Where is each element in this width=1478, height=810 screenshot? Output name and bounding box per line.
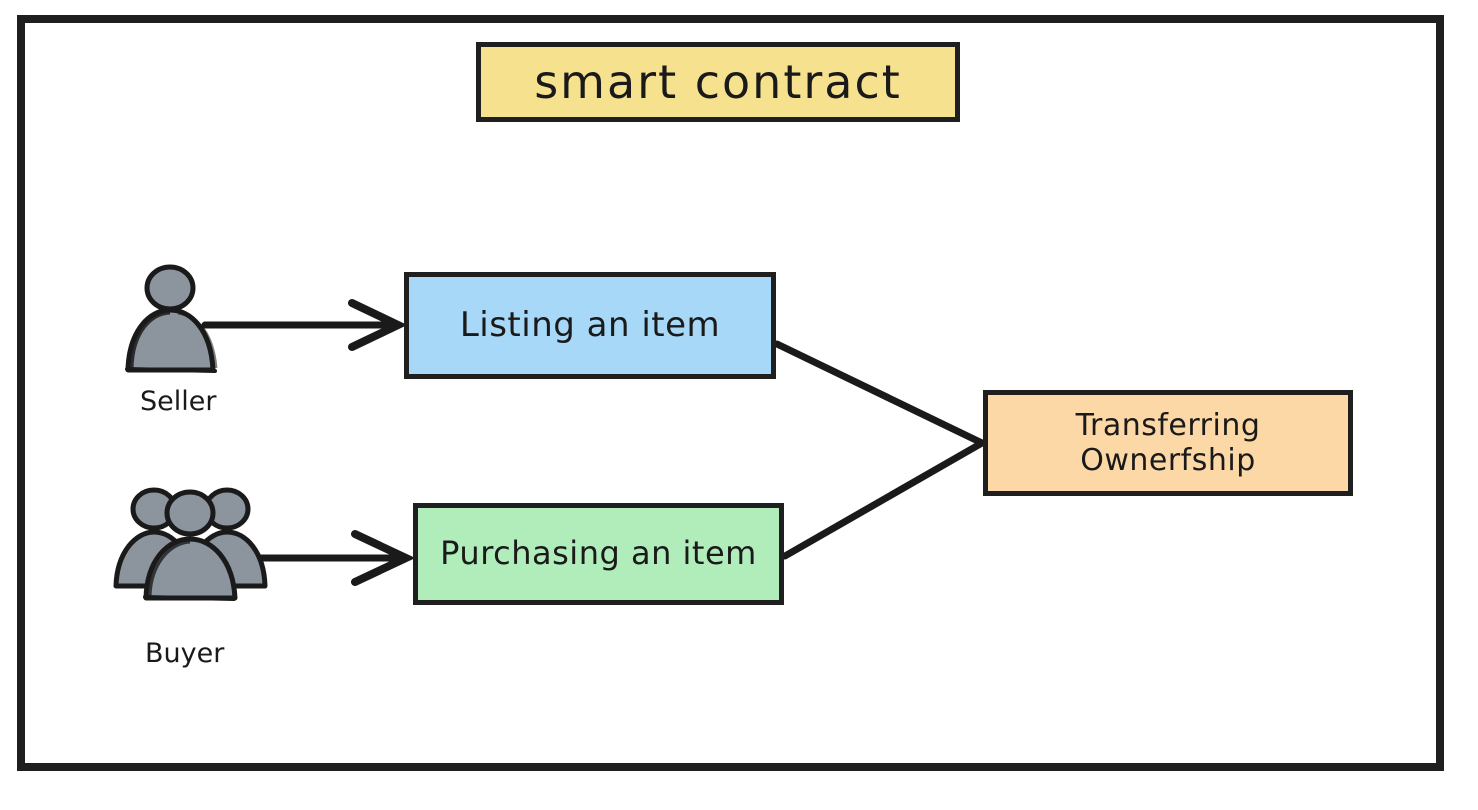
node-purchasing-an-item[interactable]: Purchasing an item (413, 503, 784, 605)
actor-buyer-label: Buyer (145, 638, 225, 669)
node-smart-contract-title[interactable]: smart contract (476, 42, 960, 122)
actor-buyer[interactable] (108, 482, 273, 607)
node-label: Purchasing an item (440, 534, 757, 573)
actor-seller-label: Seller (140, 386, 217, 417)
actor-seller[interactable] (118, 258, 228, 383)
node-label: Listing an item (459, 305, 721, 346)
group-of-people-icon (113, 487, 268, 601)
diagram-outer-frame (17, 15, 1444, 771)
single-person-icon (125, 264, 218, 373)
node-transferring-ownership[interactable]: Transferring Ownerfship (983, 390, 1353, 496)
node-listing-an-item[interactable]: Listing an item (404, 272, 776, 379)
node-label: smart contract (534, 54, 902, 109)
node-label: Transferring Ownerfship (1075, 407, 1261, 478)
